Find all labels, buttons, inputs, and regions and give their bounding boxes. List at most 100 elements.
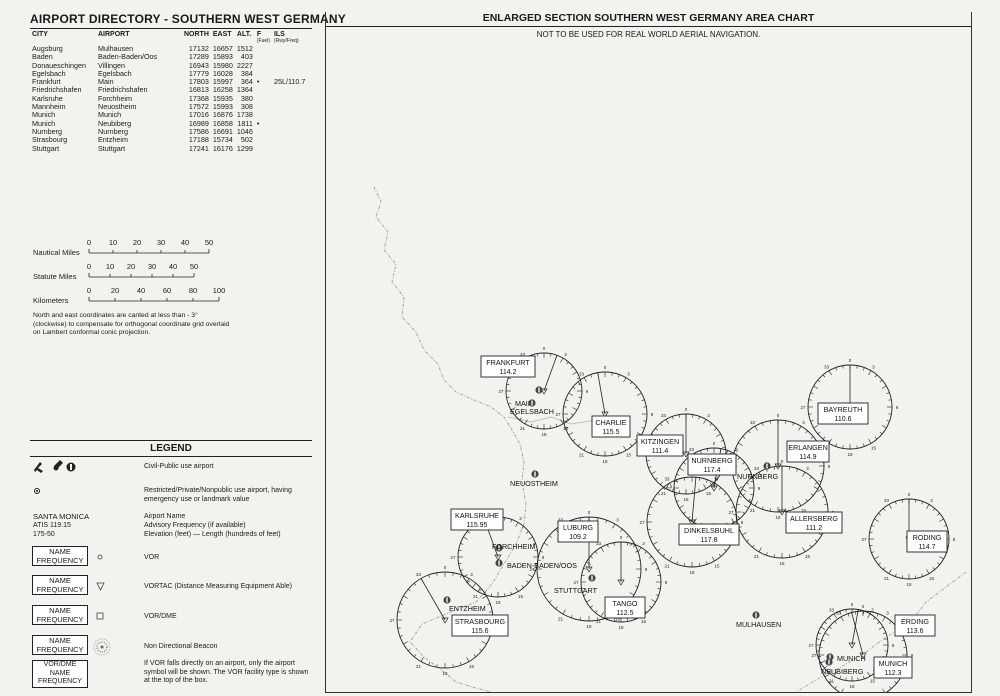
scale-tick: 50 — [189, 262, 199, 271]
cell-fuel: • — [256, 77, 260, 87]
cell-north: 16813 — [188, 85, 209, 95]
projection-note: North and east coordinates are canted at… — [33, 312, 230, 336]
legend-vordme-desc: VOR/DME — [144, 613, 177, 620]
cell-east: 15993 — [212, 102, 233, 112]
compass-label: 27 — [811, 653, 817, 658]
cell-north: 17188 — [188, 135, 209, 145]
compass-label: 9 — [586, 389, 589, 394]
directory-header-row: CITY AIRPORT NORTH EAST ALT. F(Fuel) ILS… — [30, 31, 307, 45]
legend-restricted-airport: Restricted/Private/Nonpublic use airport… — [30, 486, 312, 508]
compass-label: 21 — [579, 453, 585, 458]
cell-city: Egelsbach — [32, 68, 66, 78]
area-chart-panel: ENLARGED SECTION SOUTHERN WEST GERMANY A… — [325, 12, 972, 693]
navaid-frequency: 110.6 — [835, 416, 852, 423]
cell-east: 15893 — [212, 52, 233, 62]
compass-label: 18 — [683, 497, 689, 502]
compass-label: 33 — [416, 572, 422, 577]
scale-tick: 0 — [86, 238, 92, 247]
cell-east: 15997 — [212, 77, 233, 87]
compass-label: 15 — [706, 491, 712, 496]
compass-label: 18 — [618, 625, 624, 630]
cell-airport: Stuttgart — [98, 143, 126, 153]
compass-label: 15 — [805, 554, 811, 559]
compass-label: 15 — [929, 576, 935, 581]
compass-label: 3 — [616, 518, 619, 523]
cell-airport: Egelsbach — [98, 68, 132, 78]
cell-alt: 380 — [240, 93, 253, 103]
cell-airport: Mulhausen — [98, 44, 134, 53]
compass-label: 18 — [495, 600, 501, 605]
cell-north: 17289 — [188, 52, 209, 62]
compass-label: 18 — [849, 684, 855, 689]
sample-desc-freq: Advisory Frequency (if available) — [144, 522, 246, 529]
cell-fuel — [255, 86, 272, 94]
scale-tick: 30 — [147, 262, 157, 271]
compass-label: 27 — [728, 510, 734, 515]
cell-east: 16876 — [212, 110, 233, 120]
navaid-frequency: 112.5 — [617, 610, 634, 617]
compass-label: 27 — [529, 567, 535, 572]
compass-label: 33 — [661, 413, 667, 418]
navaid-name: ERLANGEN — [788, 443, 828, 452]
cell-airport: Friedrichshafen — [98, 85, 148, 95]
compass-label: 3 — [519, 516, 522, 521]
cell-east: 15734 — [212, 135, 233, 145]
compass-label: 0 — [908, 492, 911, 497]
airport-marker: MAIN — [515, 386, 543, 408]
compass-label: 9 — [828, 464, 831, 469]
cell-ils — [272, 86, 307, 94]
navaid-frequency: 111.2 — [806, 525, 823, 532]
compass-label: 27 — [450, 555, 456, 560]
airport-label: BADEN-BADEN/OOS — [507, 561, 577, 570]
cell-city: Munich — [32, 110, 56, 120]
header-ils: ILS(Rwy/Freq) — [273, 31, 299, 44]
scale-tick: 10 — [105, 262, 115, 271]
compass-label: 0 — [444, 565, 447, 570]
compass-label: 15 — [626, 453, 632, 458]
navaid-frequency: 112.3 — [885, 670, 902, 677]
cell-ils — [272, 136, 307, 144]
cell-alt: 1738 — [236, 110, 253, 120]
header-airport: AIRPORT — [98, 31, 130, 38]
airport-label: STUTTGART — [554, 586, 598, 595]
airport-label: NEUBIBERG — [821, 667, 864, 676]
navaid-name: STRASBOURG — [455, 617, 506, 626]
header-north: NORTH — [184, 31, 209, 38]
compass-label: 15 — [871, 446, 877, 451]
compass-label: 0 — [862, 604, 865, 609]
navaid-frequency: 115.5 — [603, 429, 620, 436]
airport-label: ENTZHEIM — [449, 604, 486, 613]
scale-label: Nautical Miles — [33, 248, 80, 257]
cell-airport: Main — [98, 77, 114, 87]
compass-label: 3 — [627, 371, 630, 376]
scale-tick: 50 — [204, 238, 214, 247]
cell-ils — [272, 45, 307, 53]
header-city: CITY — [32, 31, 48, 38]
compass-label: 0 — [851, 602, 854, 607]
scale-tick: 20 — [132, 238, 142, 247]
cell-city: Nurnberg — [32, 126, 62, 136]
cell-east: 16691 — [212, 126, 233, 136]
navaid-name: NURNBERG — [691, 456, 733, 465]
airport-label: MAIN — [515, 399, 533, 408]
cell-north: 17803 — [188, 77, 209, 87]
distance-scales: Nautical Miles 0 10 20 30 40 50 Statute … — [30, 238, 312, 318]
cell-north: 16943 — [188, 60, 209, 70]
navaid-frequency: 117.8 — [701, 537, 718, 544]
compass-label: 33 — [754, 466, 760, 471]
compass-label: 33 — [558, 518, 564, 523]
compass-label: 21 — [750, 508, 756, 513]
cell-east: 15935 — [212, 93, 233, 103]
